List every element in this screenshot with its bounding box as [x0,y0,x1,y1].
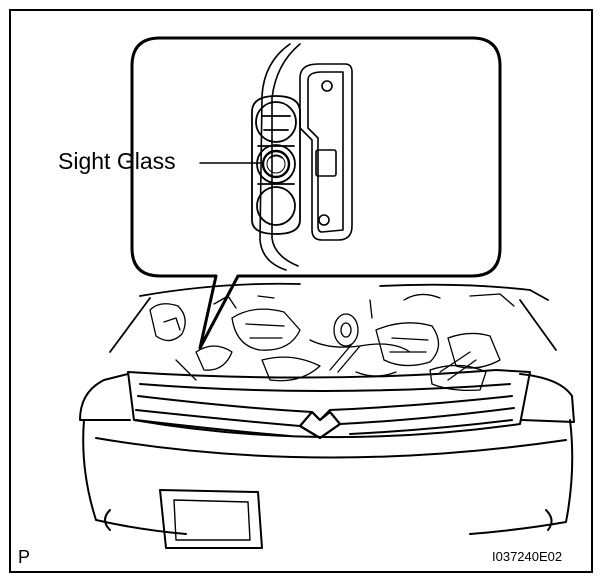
figure-id-label: I037240E02 [492,549,563,564]
receiver-bracket [259,43,353,271]
view-code-label: P [18,547,31,567]
front-grille [127,369,531,440]
zoom-callout-bubble [130,36,502,350]
sight-glass-label: Sight Glass [58,148,176,174]
front-bumper [82,419,574,549]
sight-glass-assembly [251,95,301,235]
engine-components [149,293,515,392]
headlamps [79,373,575,423]
open-hood [109,282,557,353]
